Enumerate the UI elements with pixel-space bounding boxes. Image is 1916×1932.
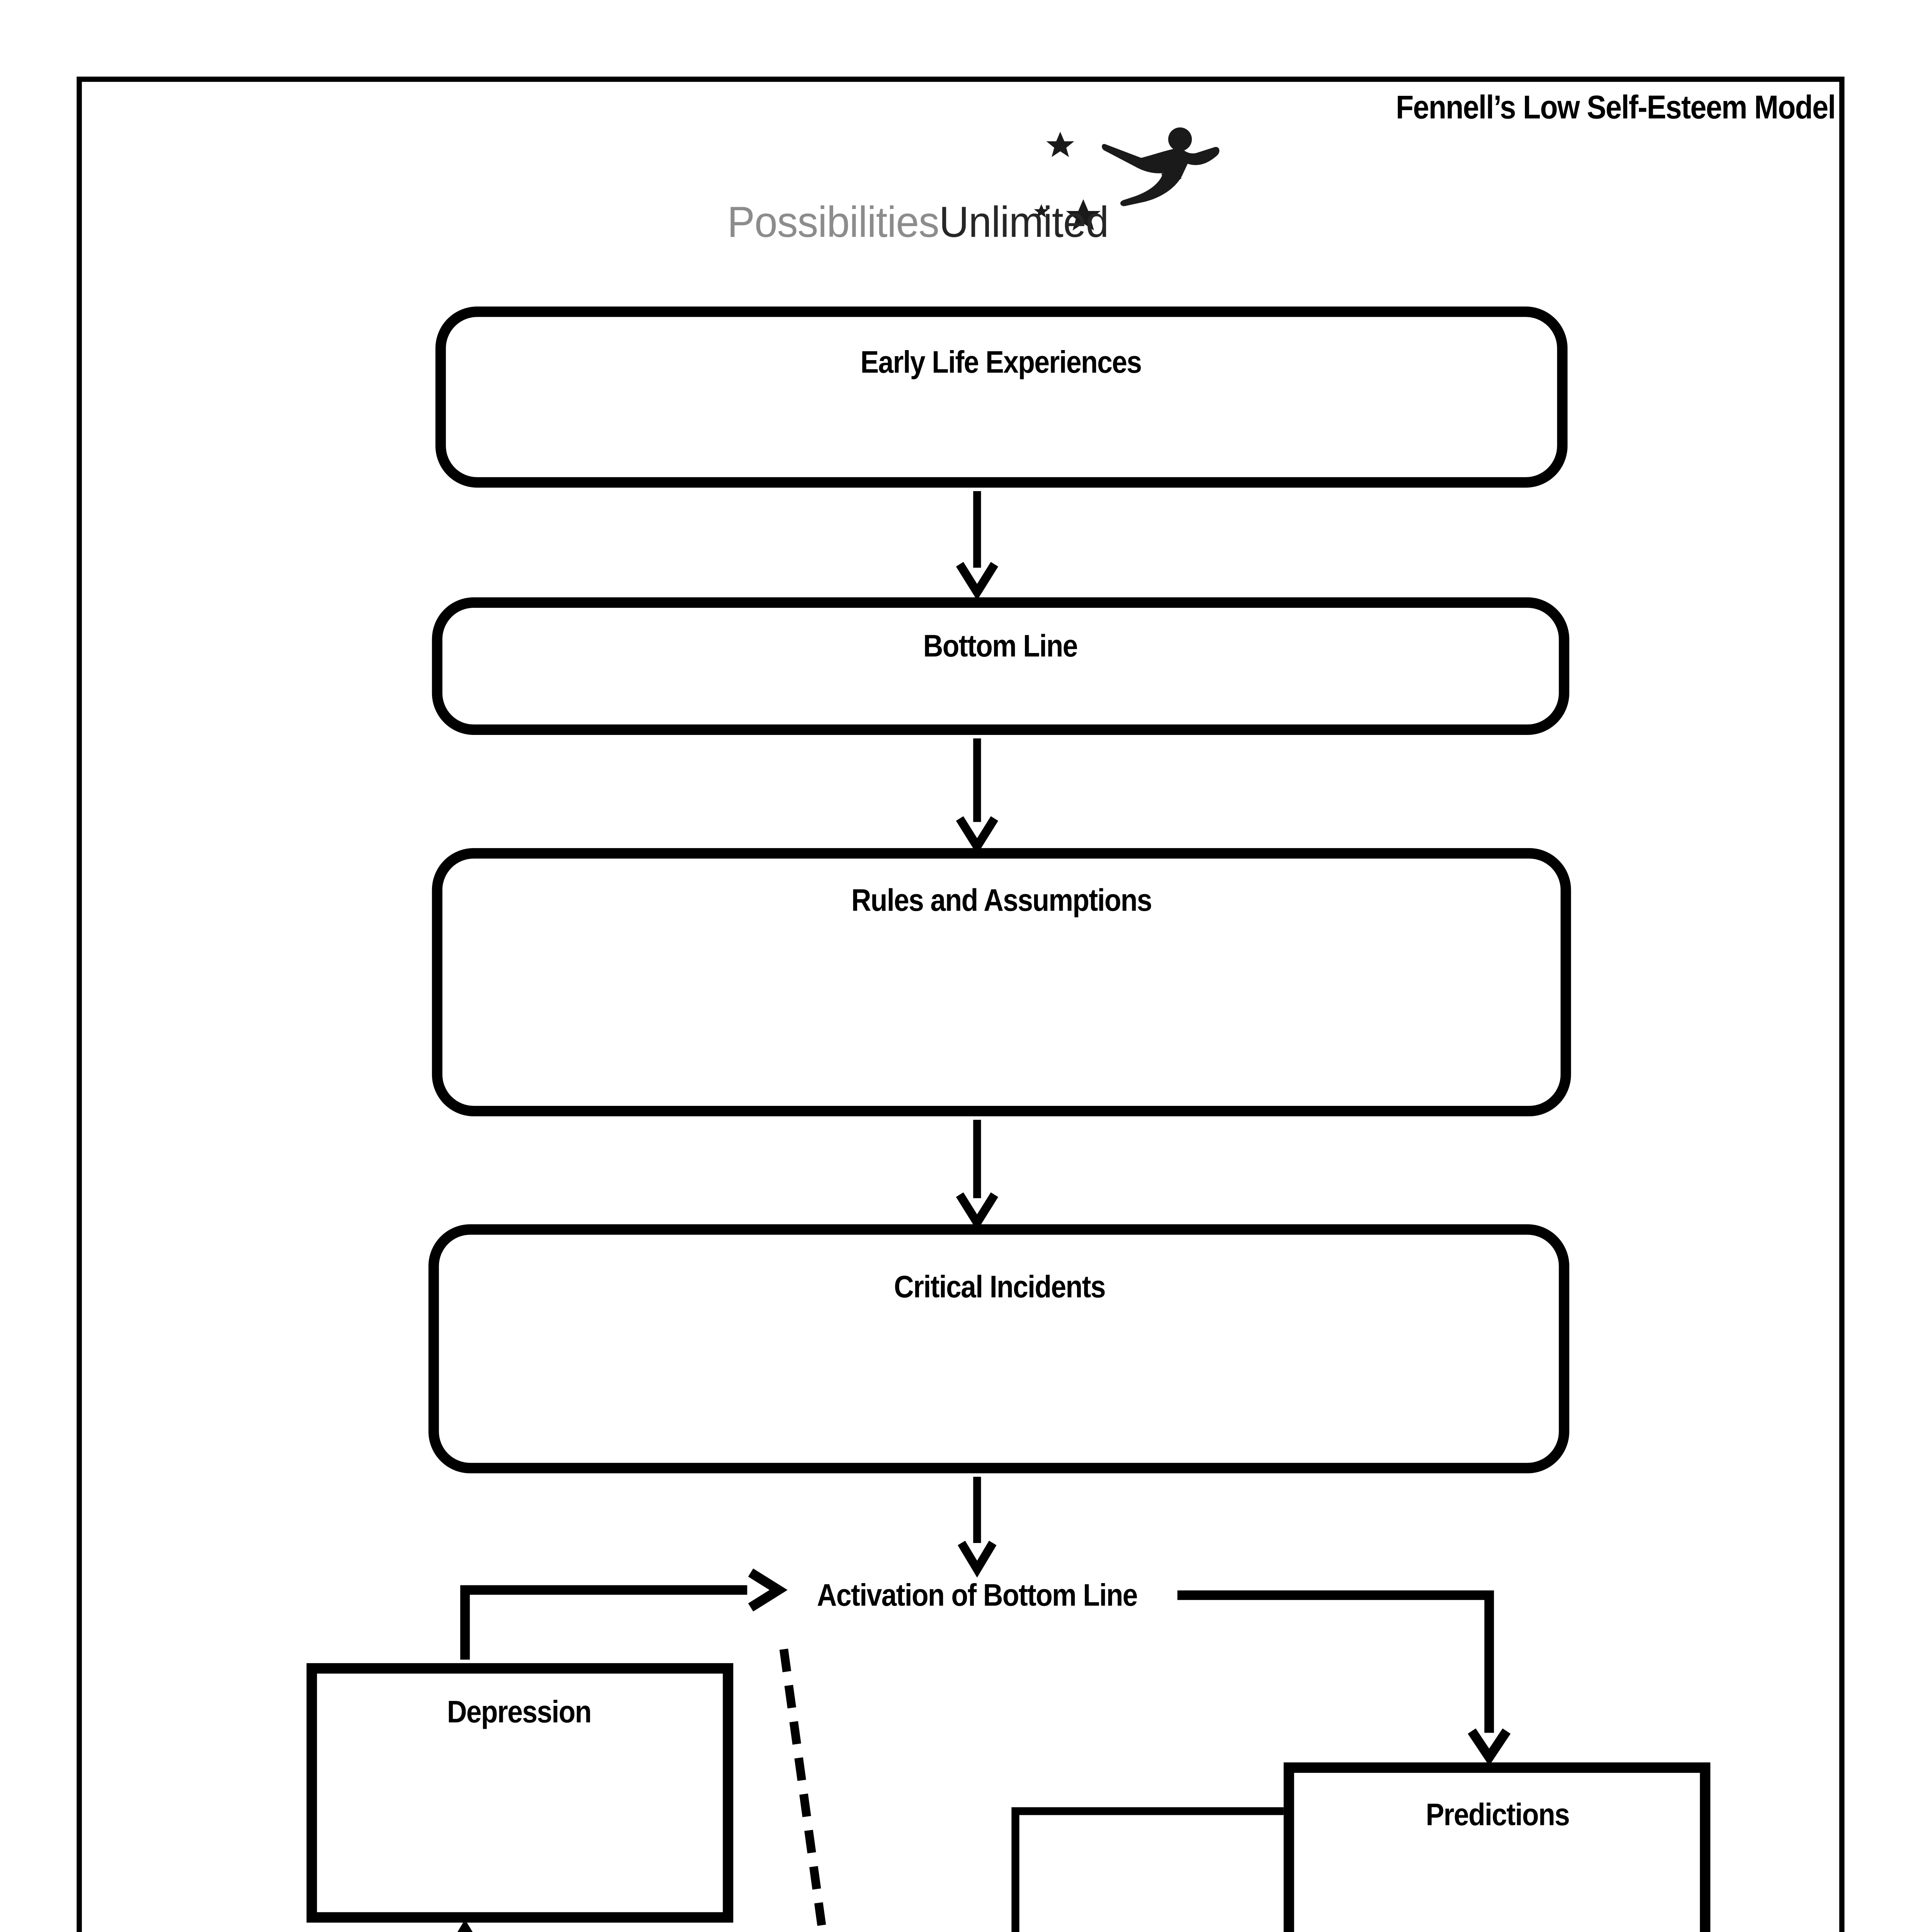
node-label: Bottom Line — [923, 629, 1079, 664]
node-early-life-experiences: Early Life Experiences — [435, 306, 1568, 488]
node-bottom-line: Bottom Line — [432, 597, 1569, 735]
node-rules-and-assumptions: Rules and Assumptions — [432, 848, 1571, 1116]
logo-wordmark-part1: Possibilities — [727, 198, 939, 247]
node-label: Rules and Assumptions — [851, 883, 1152, 918]
node-activation-of-bottom-line: Activation of Bottom Line — [817, 1578, 1138, 1613]
page-border-frame — [77, 77, 1845, 1932]
page-title: Fennell’s Low Self-Esteem Model — [1396, 90, 1836, 128]
node-label: Predictions — [1425, 1797, 1569, 1832]
node-critical-incidents: Critical Incidents — [428, 1224, 1569, 1473]
node-predictions: Predictions — [1283, 1762, 1710, 1932]
node-label: Depression — [448, 1694, 593, 1730]
logo-wordmark-part2: Unlimited — [939, 198, 1109, 247]
node-label: Early Life Experiences — [861, 345, 1143, 380]
logo-wordmark: PossibilitiesUnlimited — [636, 199, 1199, 249]
node-depression: Depression — [306, 1663, 733, 1923]
node-label: Critical Incidents — [893, 1269, 1105, 1304]
